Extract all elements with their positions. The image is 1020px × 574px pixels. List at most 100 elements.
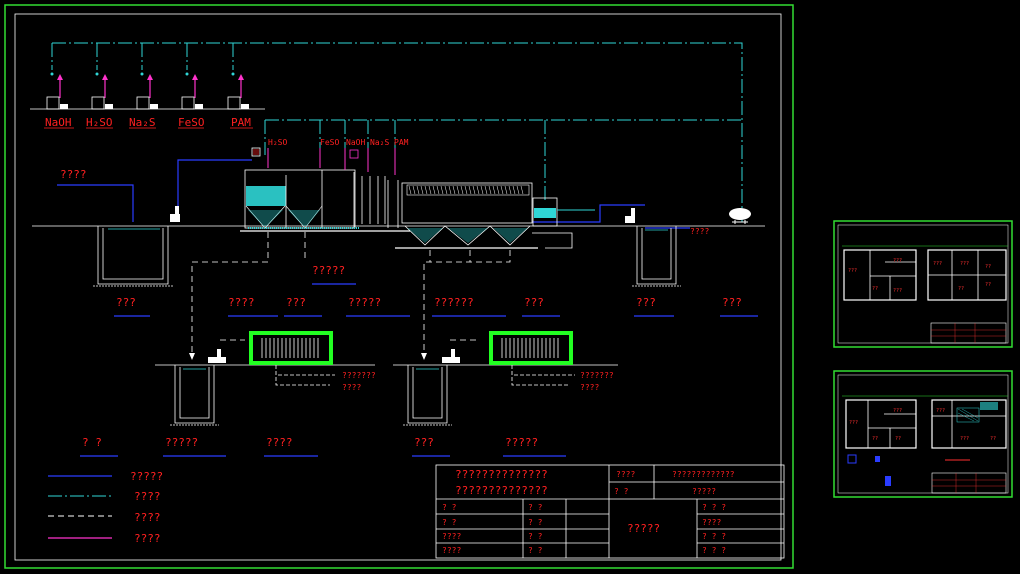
thumb1-room-0: ??? [848,268,857,274]
lift-pump-2 [625,216,635,223]
tank-label-naoh: NaOH [346,138,365,147]
legend: ????? ???? ???? ???? [48,470,163,545]
sludge-pipes [191,232,511,355]
thumb1-room-2: ?? [872,286,878,292]
clean-water-pit [632,226,681,287]
lift-pump-2-motor [631,208,635,216]
upper-label-3: ??? [286,296,306,309]
thumbnail-sheet-2[interactable]: ??? ??? ?? ?? ??? ??? ?? [833,370,1013,498]
title-row-2-b: ? ? [528,532,543,541]
tank-label-feso: FeSO [320,138,339,147]
upper-label-1: ??? [116,296,136,309]
outflow-label: ???? [690,227,709,236]
legend-label-0: ????? [130,470,163,483]
press-left-output-0: ??????? [342,371,376,380]
lower-label-0: ? ? [82,436,102,449]
main-sheet-frame [4,4,794,569]
title-field-b: ? ? [614,487,629,496]
thumb1-room-7: ?? [985,282,991,288]
thumb1-room-1: ??? [893,258,902,264]
dosing-chemical-labels: NaOH H₂SO Na₂S FeSO PAM [44,116,253,129]
press-left-output-1: ???? [342,383,361,392]
main-sheet-inner-frame [14,13,782,561]
title-field-b-value: ????? [692,487,716,496]
inflow-label: ???? [60,168,87,181]
lift-pump-1-motor [175,206,179,214]
sludge-arrows [189,353,427,360]
lower-label-2: ???? [266,436,293,449]
title-field-a-value: ????????????? [672,470,735,479]
dosing-header-pipes [51,42,743,222]
lower-label-4: ????? [505,436,538,449]
dosing-label-naoh: NaOH [45,116,72,129]
dosing-label-na2s: Na₂S [129,116,156,129]
thumb2-room-2: ?? [872,436,878,442]
thumb1-room-4: ??? [933,261,942,267]
lift-pump-1 [170,214,180,222]
upper-tank-labels: ????? ??? ???? ??? ????? ?????? ??? ??? … [114,264,758,317]
upper-label-8: ??? [722,296,742,309]
title-field-a: ???? [616,470,635,479]
thumb2-room-1: ??? [893,408,902,414]
thumb2-room-5: ??? [960,436,969,442]
thumb1-room-3: ??? [893,288,902,294]
lower-label-3: ??? [414,436,434,449]
press-output-labels: ??????? ???? ??????? ???? [342,371,614,392]
dosing-label-h2so: H₂SO [86,116,113,129]
title-right-row-2: ? ? ? [702,532,726,541]
legend-label-2: ???? [134,511,161,524]
thumb1-room-8: ?? [958,286,964,292]
lower-labels: ? ? ????? ???? ??? ????? [80,436,566,457]
screw-pumps [208,349,460,363]
title-row-3-a: ???? [442,546,461,555]
inclined-tube-settler [395,182,595,249]
upper-label-4: ????? [348,296,381,309]
dosing-label-pam: PAM [231,116,251,129]
upper-label-2: ???? [228,296,255,309]
thumbnail-sheet-1[interactable]: ??? ??? ?? ??? ??? ??? ?? ?? ?? [833,220,1013,348]
thumb2-room-4: ??? [936,408,945,414]
lower-label-1: ????? [165,436,198,449]
title-right-row-0: ? ? ? [702,503,726,512]
dosing-label-feso: FeSO [178,116,205,129]
sludge-pits [155,364,618,426]
title-row-0-a: ? ? [442,503,457,512]
upper-label-0: ????? [312,264,345,277]
press-right-output-0: ??????? [580,371,614,380]
thumb2-room-3: ?? [895,436,901,442]
blower [729,208,751,224]
title-row-1-a: ? ? [442,518,457,527]
thumbnail-1-room-labels: ??? ??? ?? ??? ??? ??? ?? ?? ?? [848,258,991,294]
thumb2-room-0: ??? [849,420,858,426]
title-row-1-b: ? ? [528,518,543,527]
title-drawing-name: ????? [627,522,660,535]
thumb1-room-5: ??? [960,261,969,267]
thumb1-room-6: ?? [985,264,991,270]
reaction-tanks [240,147,410,232]
title-block [435,464,785,559]
tank-label-na2s: Na₂S [370,138,389,147]
title-project-line1: ?????????????? [455,468,548,481]
collection-pit-left [93,226,173,287]
tank-label-pam: PAM [394,138,409,147]
legend-label-1: ???? [134,490,161,503]
legend-label-3: ???? [134,532,161,545]
dosing-tanks [30,72,265,110]
filter-press-right [489,331,575,386]
upper-label-5: ?????? [434,296,474,309]
title-right-row-3: ? ? ? [702,546,726,555]
title-row-3-b: ? ? [528,546,543,555]
thumb2-room-6: ?? [990,436,996,442]
press-right-output-1: ???? [580,383,599,392]
title-block-text: ?????????????? ?????????????? ???? ?????… [442,468,735,555]
tank-label-h2so: H₂SO [268,138,287,147]
title-row-0-b: ? ? [528,503,543,512]
upper-label-6: ??? [524,296,544,309]
title-project-line2: ?????????????? [455,484,548,497]
inflow-pipe [57,159,690,229]
title-right-row-1: ???? [702,518,721,527]
filter-press-left [249,331,335,386]
tank-chemical-labels: H₂SO FeSO NaOH Na₂S PAM [268,138,409,147]
thumbnail-2-room-labels: ??? ??? ?? ?? ??? ??? ?? [849,408,996,442]
